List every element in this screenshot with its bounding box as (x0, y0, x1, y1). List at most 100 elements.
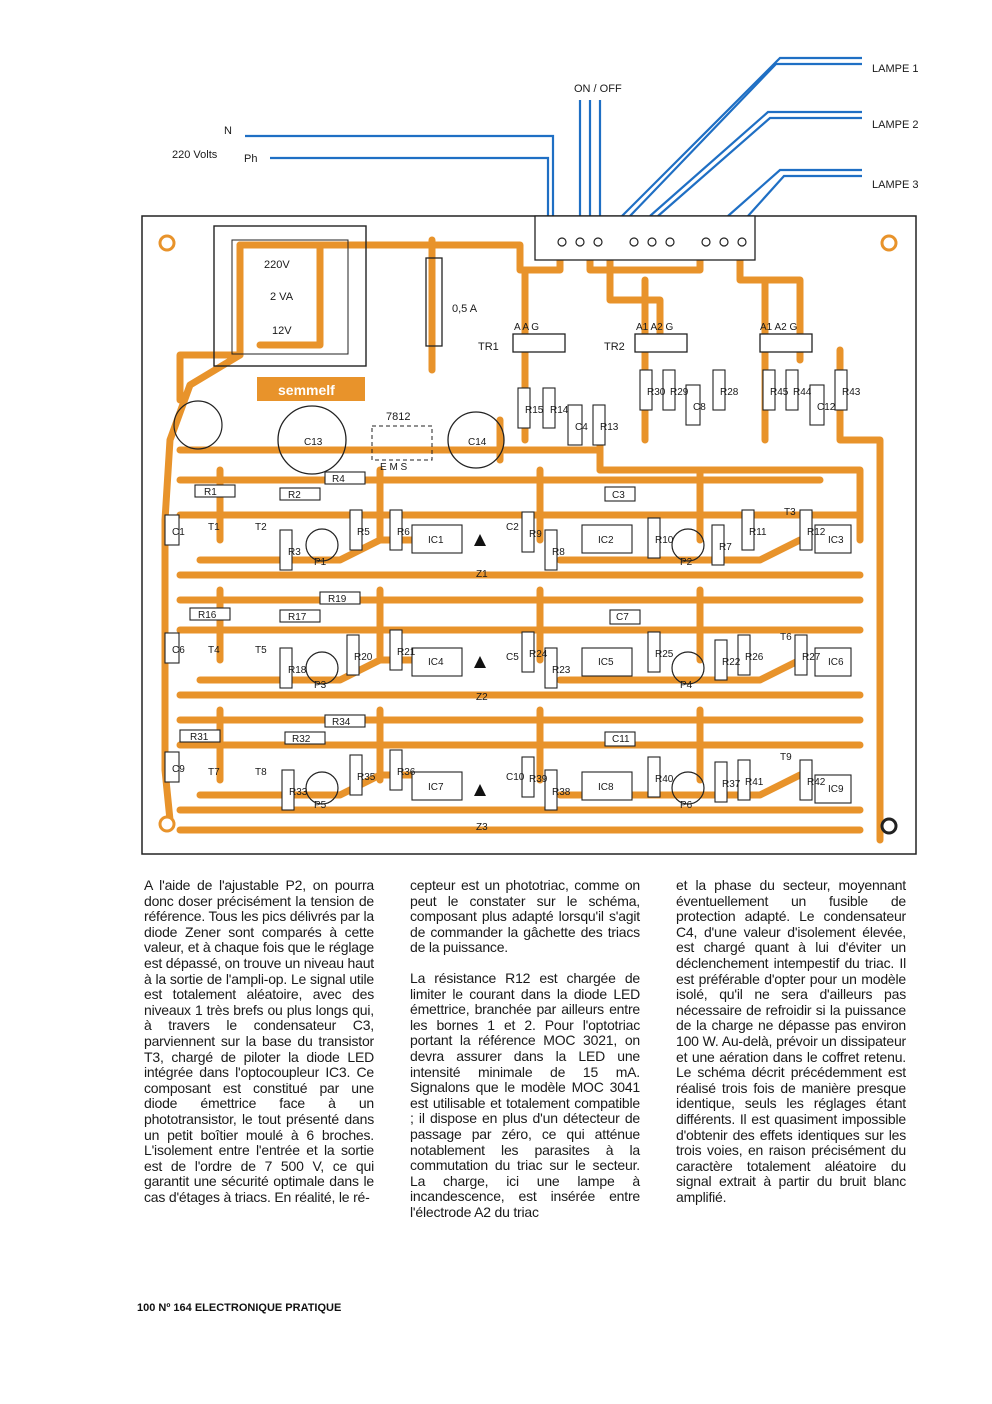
zener-z2 (474, 656, 486, 668)
phase-label: Ph (244, 153, 257, 165)
component-label-r44: R44 (793, 387, 812, 398)
copper-traces (161, 236, 884, 844)
component-label-r35: R35 (357, 772, 376, 783)
zener-z1 (474, 534, 486, 546)
component-label-r8: R8 (552, 547, 565, 558)
component-label-r45: R45 (770, 387, 789, 398)
lamp3-label: LAMPE 3 (872, 179, 918, 191)
component-label-c7: C7 (616, 612, 629, 623)
component-label-r33: R33 (289, 787, 308, 798)
component-label-r9: R9 (529, 529, 542, 540)
capacitor-c13 (277, 405, 347, 475)
component-label-ic4: IC4 (428, 657, 444, 668)
component-label-ic7: IC7 (428, 782, 444, 793)
component-label-r26: R26 (745, 652, 764, 663)
component-label-t1: T1 (208, 522, 220, 533)
component-label-r41: R41 (745, 777, 764, 788)
lamp2-label: LAMPE 2 (872, 119, 918, 131)
transformer-primary-label: 220V (264, 259, 290, 271)
terminal-block (534, 215, 756, 261)
component-label-r40: R40 (655, 774, 674, 785)
article-paragraph: cepteur est un phototriac, comme on peut… (410, 877, 640, 956)
triac-tr2 (634, 333, 688, 353)
component-label-p1: P1 (314, 557, 327, 568)
component-label-c3: C3 (612, 490, 625, 501)
triacs (512, 333, 813, 353)
component-label-p5: P5 (314, 800, 327, 811)
component-label-r27: R27 (802, 652, 821, 663)
component-label-r12: R12 (807, 527, 826, 538)
component-label-t2: T2 (255, 522, 267, 533)
component-label-z1: Z1 (476, 569, 488, 580)
component-label-r5: R5 (357, 527, 370, 538)
component-label-t9: T9 (780, 752, 792, 763)
potentiometers (305, 528, 705, 805)
component-label-r1: R1 (204, 487, 217, 498)
component-label-r43: R43 (842, 387, 861, 398)
component-label-r10: R10 (655, 535, 674, 546)
component-label-c10: C10 (506, 772, 525, 783)
component-label-r21: R21 (397, 647, 416, 658)
component-label-r38: R38 (552, 787, 571, 798)
capacitor-c14 (447, 411, 505, 469)
component-label-r32: R32 (292, 734, 311, 745)
component-label-r18: R18 (288, 665, 307, 676)
article-column-1: A l'aide de l'ajustable P2, on pourra do… (144, 877, 374, 1220)
component-label-r29: R29 (670, 387, 689, 398)
component-label-r19: R19 (328, 594, 347, 605)
mounting-hole (880, 234, 898, 252)
component-label-ic3: IC3 (828, 535, 844, 546)
fuse: 0,5 A (425, 257, 478, 347)
on-off-label: ON / OFF (574, 83, 622, 95)
component-label-t6: T6 (780, 632, 792, 643)
component-label-c2: C2 (506, 522, 519, 533)
transformer: 220V 2 VA 12V (213, 225, 367, 367)
component-label-r31: R31 (190, 732, 209, 743)
component-label-c13: C13 (304, 437, 323, 448)
pot-p5 (305, 771, 339, 805)
mains-voltage-label: 220 Volts (172, 149, 218, 161)
component-label-r4: R4 (332, 474, 345, 485)
component-label-r39: R39 (529, 774, 548, 785)
component-label-r30: R30 (647, 387, 666, 398)
brand-text: semmelf (278, 382, 335, 398)
component-label-r15: R15 (525, 405, 544, 416)
mounting-holes (158, 234, 898, 835)
component-label-r25: R25 (655, 649, 674, 660)
component-label-r2: R2 (288, 490, 301, 501)
zener-diodes (474, 534, 486, 796)
page-footer: 100 Nº 164 ELECTRONIQUE PRATIQUE (137, 1302, 342, 1314)
pot-p3 (305, 651, 339, 685)
component-label-c1: C1 (172, 527, 185, 538)
fuse-label: 0,5 A (452, 303, 478, 315)
transformer-power-label: 2 VA (270, 291, 294, 303)
triac-tr1 (512, 333, 566, 353)
component-label-p2: P2 (680, 557, 693, 568)
component-label-t5: T5 (255, 645, 267, 656)
component-label-p3: P3 (314, 680, 327, 691)
tr2-label: TR2 (604, 341, 625, 353)
triac-tr3 (759, 333, 813, 353)
component-label-ic2: IC2 (598, 535, 614, 546)
component-outlines (164, 369, 852, 811)
component-label-c4: C4 (575, 422, 588, 433)
pot-p2 (671, 528, 705, 562)
component-label-r14: R14 (550, 405, 569, 416)
tr1-label: TR1 (478, 341, 499, 353)
transformer-secondary-label: 12V (272, 325, 292, 337)
tr2-pins-label: A1 A2 G (636, 322, 673, 333)
component-label-r3: R3 (288, 547, 301, 558)
bridge-rectifier (173, 400, 223, 450)
zener-z3 (474, 784, 486, 796)
tr1-pins-label: A A G (514, 322, 539, 333)
component-label-r7: R7 (719, 542, 732, 553)
component-label-c6: C6 (172, 645, 185, 656)
component-label-r42: R42 (807, 777, 826, 788)
component-label-r36: R36 (397, 767, 416, 778)
article-column-2: cepteur est un phototriac, comme on peut… (410, 877, 640, 1235)
article-column-3: et la phase du secteur, moyennant éventu… (676, 877, 906, 1220)
component-label-r37: R37 (722, 779, 741, 790)
neutral-label: N (224, 125, 232, 137)
component-label-r17: R17 (288, 612, 307, 623)
regulator-label: 7812 (386, 411, 410, 423)
